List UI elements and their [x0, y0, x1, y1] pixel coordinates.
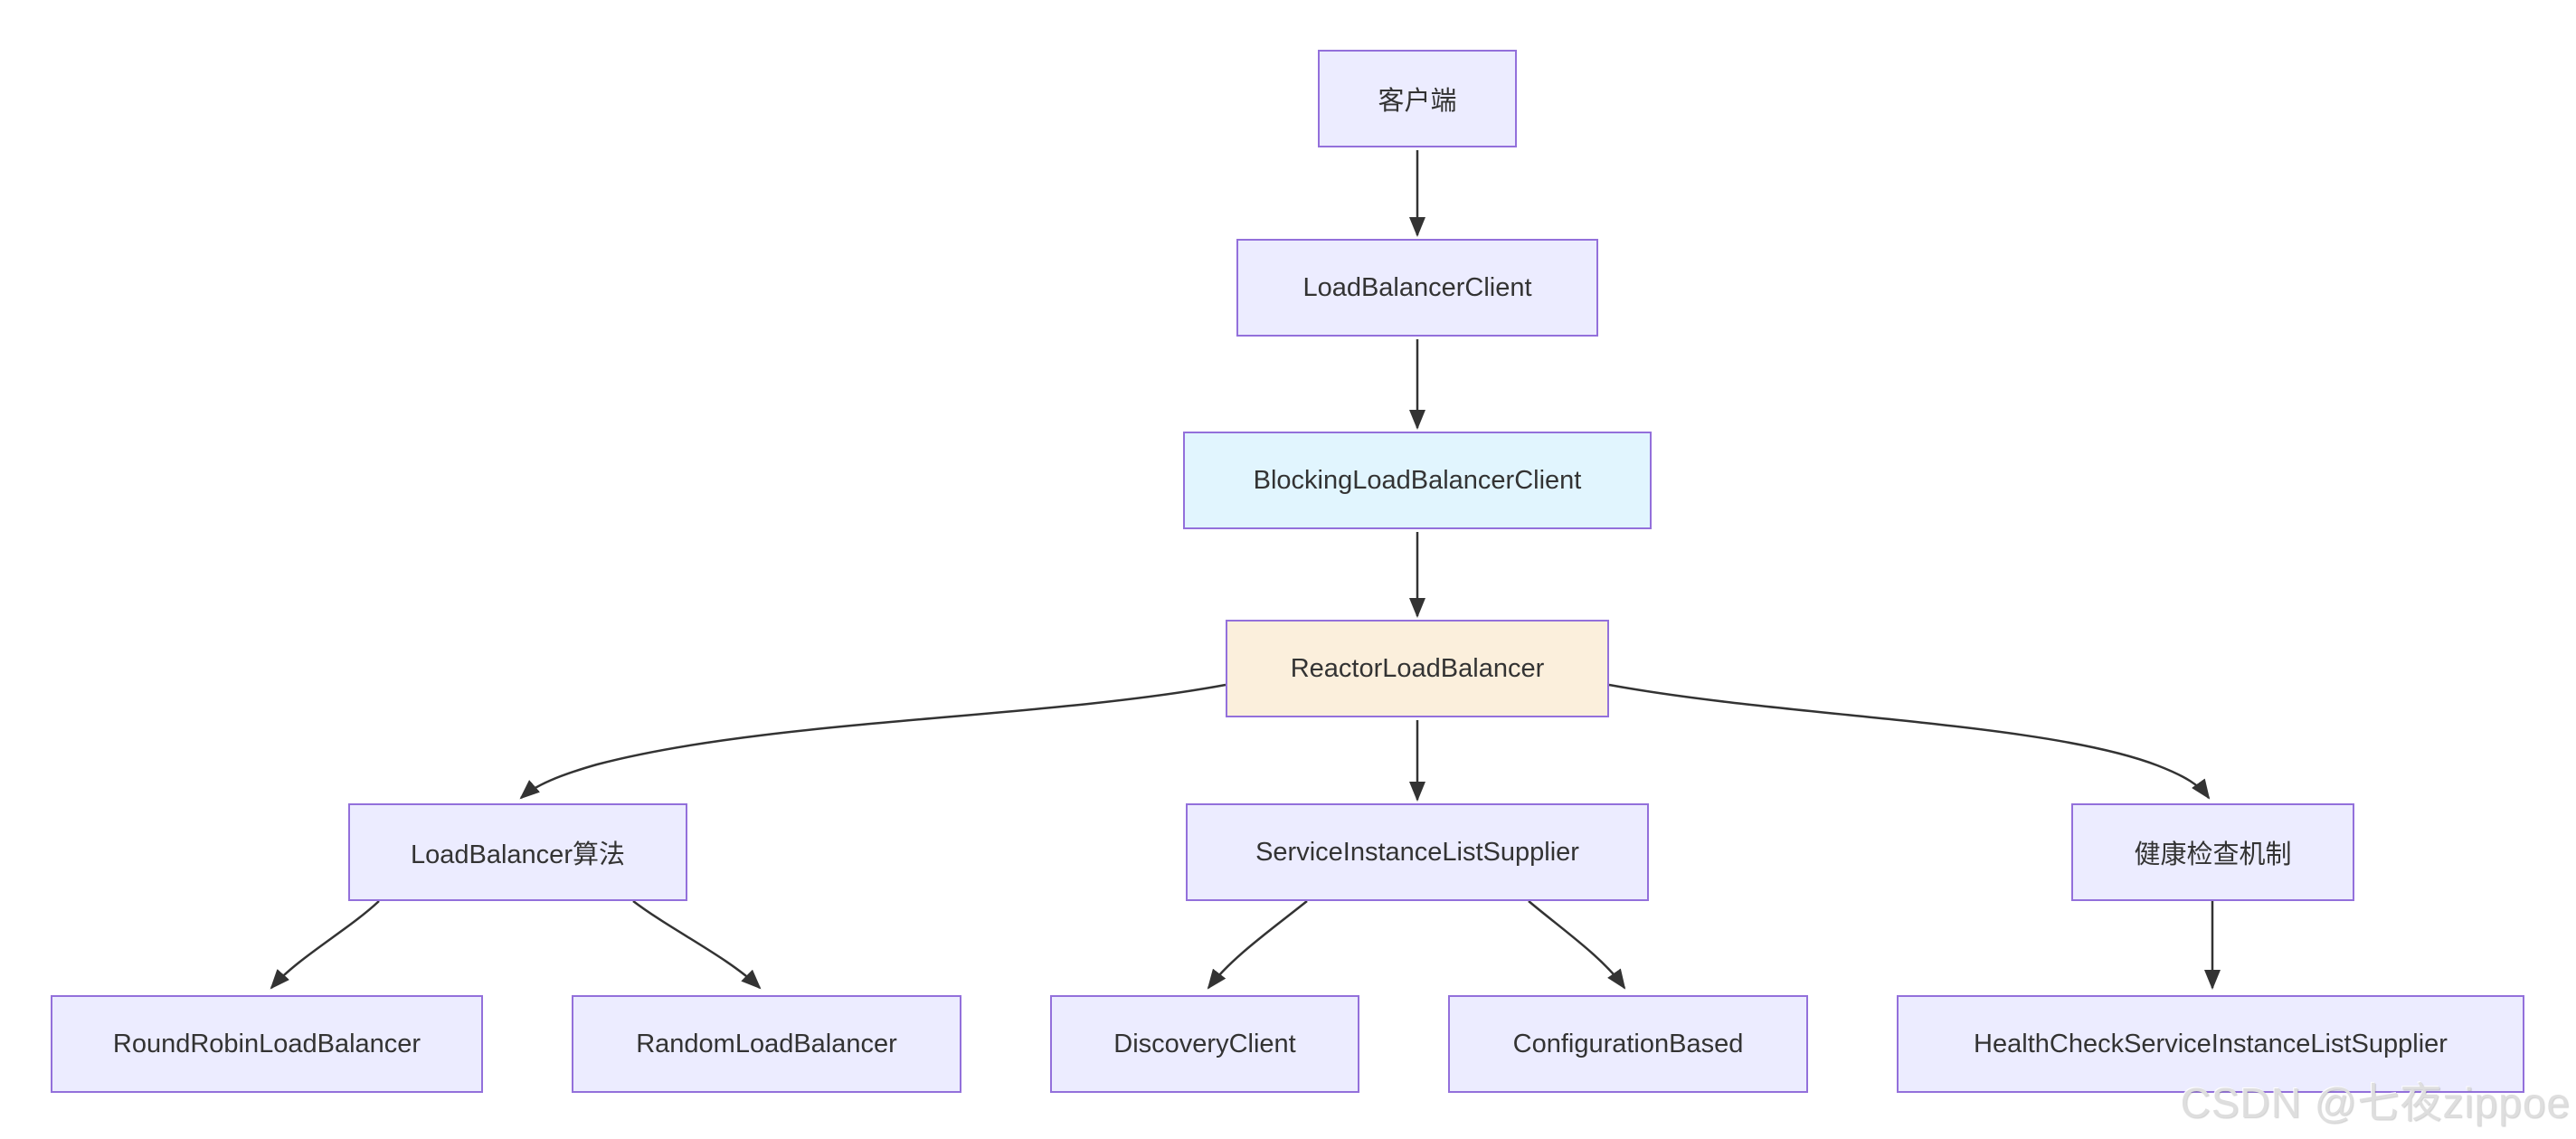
- node-healthcheckserviceinstancelistsupplier: HealthCheckServiceInstanceListSupplier: [1897, 995, 2524, 1093]
- edge-reactor-health: [1608, 683, 2211, 800]
- edge-algo-roundrobin: [270, 900, 380, 990]
- edge-reactor-algo: [519, 683, 1226, 800]
- edge-supplier-discovery: [1207, 900, 1308, 990]
- node-configurationbased: ConfigurationBased: [1448, 995, 1808, 1093]
- node-loadbalancerclient: LoadBalancerClient: [1236, 239, 1598, 337]
- node-client: 客户端: [1318, 50, 1517, 147]
- node-serviceinstancelistsupplier: ServiceInstanceListSupplier: [1186, 803, 1649, 901]
- edge-supplier-config: [1528, 900, 1626, 990]
- node-discoveryclient: DiscoveryClient: [1050, 995, 1359, 1093]
- node-roundrobinloadbalancer: RoundRobinLoadBalancer: [51, 995, 483, 1093]
- node-reactorloadbalancer: ReactorLoadBalancer: [1226, 620, 1609, 717]
- node-randomloadbalancer: RandomLoadBalancer: [572, 995, 961, 1093]
- node-health-check-mechanism: 健康检查机制: [2071, 803, 2354, 901]
- node-blockingloadbalancerclient: BlockingLoadBalancerClient: [1183, 432, 1652, 529]
- node-loadbalancer-algorithm: LoadBalancer算法: [348, 803, 687, 901]
- csdn-watermark: CSDN @七夜zippoe: [2180, 1079, 2571, 1126]
- edge-algo-random: [632, 900, 762, 990]
